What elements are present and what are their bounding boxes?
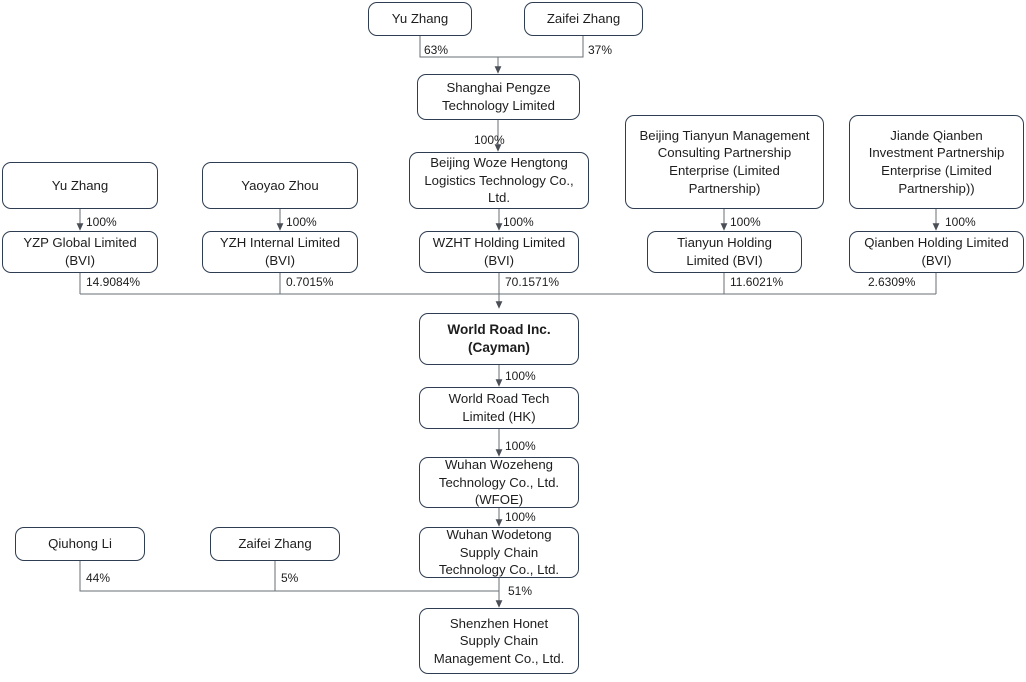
node-qiuhong-li[interactable]: Qiuhong Li: [15, 527, 145, 561]
node-yu-zhang-top[interactable]: Yu Zhang: [368, 2, 472, 36]
node-qianben-holding[interactable]: Qianben Holding Limited (BVI): [849, 231, 1024, 273]
edge-label-qiuhong-shenzhen: 44%: [86, 571, 111, 585]
node-shenzhen-honet[interactable]: Shenzhen Honet Supply Chain Management C…: [419, 608, 579, 674]
edge-label-world-tech: 100%: [505, 369, 536, 383]
node-world-road-inc[interactable]: World Road Inc. (Cayman): [419, 313, 579, 365]
node-beijing-woze[interactable]: Beijing Woze Hengtong Logistics Technolo…: [409, 152, 589, 209]
edge-label-qianben-world: 2.6309%: [868, 275, 916, 289]
node-zaifei-zhang-top[interactable]: Zaifei Zhang: [524, 2, 643, 36]
node-wzht-holding[interactable]: WZHT Holding Limited (BVI): [419, 231, 579, 273]
edge-label-woze-wzht: 100%: [503, 215, 534, 229]
edge-label-tech-wfoe: 100%: [505, 439, 536, 453]
edge-line-zaifei-pengze: [498, 36, 584, 58]
node-beijing-tianyun[interactable]: Beijing Tianyun Management Consulting Pa…: [625, 115, 824, 209]
edge-label-wodetong-shenzhen: 51%: [508, 584, 533, 598]
node-zaifei-zhang-bottom[interactable]: Zaifei Zhang: [210, 527, 340, 561]
edge-label-yuzhang-pengze: 63%: [424, 43, 449, 57]
edge-label-qianben-holding: 100%: [945, 215, 976, 229]
edge-label-tianyun-world: 11.6021%: [730, 275, 784, 289]
node-yzp-global[interactable]: YZP Global Limited (BVI): [2, 231, 158, 273]
node-wuhan-wozeheng[interactable]: Wuhan Wozeheng Technology Co., Ltd. (WFO…: [419, 457, 579, 508]
node-yu-zhang-left[interactable]: Yu Zhang: [2, 162, 158, 209]
edge-label-wfoe-wodetong: 100%: [505, 510, 536, 524]
edge-label-zaifei-pengze: 37%: [588, 43, 613, 57]
node-jiande-qianben[interactable]: Jiande Qianben Investment Partnership En…: [849, 115, 1024, 209]
node-wuhan-wodetong[interactable]: Wuhan Wodetong Supply Chain Technology C…: [419, 527, 579, 578]
edge-label-tianyun-holding: 100%: [730, 215, 761, 229]
edge-label-yuzhang-yzp: 100%: [86, 215, 117, 229]
edge-label-yzh-world: 0.7015%: [286, 275, 334, 289]
node-shanghai-pengze[interactable]: Shanghai Pengze Technology Limited: [417, 74, 580, 120]
edge-label-yzp-world: 14.9084%: [86, 275, 141, 289]
node-world-road-tech[interactable]: World Road Tech Limited (HK): [419, 387, 579, 429]
edge-label-yaoyao-yzh: 100%: [286, 215, 317, 229]
node-yzh-internal[interactable]: YZH Internal Limited (BVI): [202, 231, 358, 273]
edge-label-pengze-woze: 100%: [474, 133, 505, 147]
node-tianyun-holding[interactable]: Tianyun Holding Limited (BVI): [647, 231, 802, 273]
node-yaoyao-zhou[interactable]: Yaoyao Zhou: [202, 162, 358, 209]
edge-label-wzht-world: 70.1571%: [505, 275, 560, 289]
edge-label-zaifei-shenzhen: 5%: [281, 571, 299, 585]
